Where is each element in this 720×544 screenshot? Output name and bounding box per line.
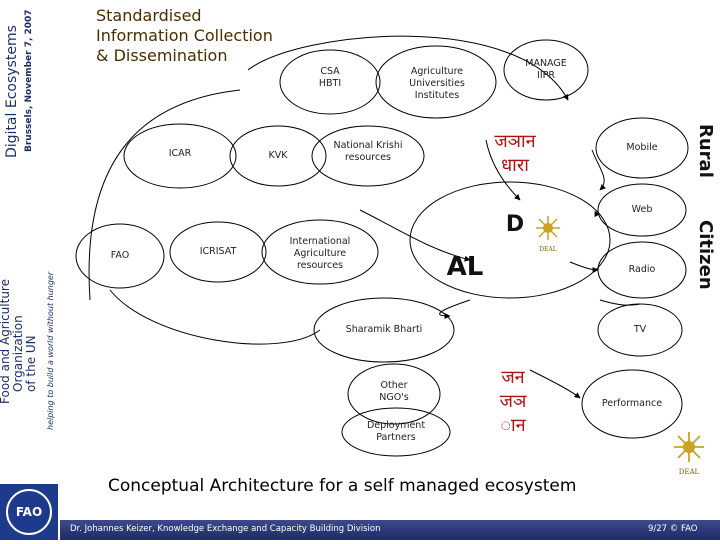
svg-text:FAO: FAO bbox=[16, 505, 42, 519]
diagram-title: Standardised Information Collection & Di… bbox=[96, 6, 296, 66]
d-letter: D bbox=[505, 212, 525, 237]
icar-node: ICAR bbox=[168, 148, 192, 159]
fao-emblem-icon: FAO bbox=[6, 489, 52, 535]
sunburst-icon bbox=[536, 216, 560, 240]
title-line3: & Dissemination bbox=[96, 46, 228, 65]
citizen-label: Citizen bbox=[695, 220, 716, 290]
icar-ellipse bbox=[123, 123, 237, 189]
fao-node: FAO bbox=[110, 250, 130, 261]
national-ellipse bbox=[311, 125, 425, 187]
other-ngo-ellipse bbox=[347, 363, 441, 425]
csa-ellipse bbox=[279, 49, 381, 115]
deployment-node: Deployment Partners bbox=[366, 420, 426, 443]
title-line1: Standardised bbox=[96, 6, 202, 25]
performance-node: Performance bbox=[601, 398, 663, 409]
other-ngo-node: Other NGO's bbox=[379, 380, 409, 403]
performance-ellipse bbox=[581, 369, 683, 439]
page-number: 9/27 © FAO bbox=[648, 524, 697, 534]
kvk-ellipse bbox=[229, 125, 327, 187]
mobile-ellipse bbox=[595, 117, 689, 179]
radio-node: Radio bbox=[628, 264, 656, 275]
gyan-dhara-node: जञान धारा bbox=[494, 131, 536, 176]
sharamik-node: Sharamik Bharti bbox=[345, 324, 423, 335]
deal-logo-large: DEAL bbox=[666, 430, 712, 476]
manage-node: MANAGE IIPR bbox=[525, 58, 567, 81]
copyright: © FAO bbox=[669, 524, 698, 534]
page-index: 9/27 bbox=[648, 524, 668, 534]
author-line: Dr. Johannes Keizer, Knowledge Exchange … bbox=[70, 524, 381, 534]
national-krishi-node: National Krishi resources bbox=[333, 140, 403, 163]
sunburst-icon bbox=[674, 432, 704, 462]
web-ellipse bbox=[597, 183, 687, 237]
diagram-caption: Conceptual Architecture for a self manag… bbox=[108, 476, 577, 496]
agri-univ-ellipse bbox=[375, 45, 497, 119]
tv-node: TV bbox=[633, 324, 647, 335]
deployment-ellipse bbox=[341, 407, 451, 457]
agri-univ-node: Agriculture Universities Institutes bbox=[409, 66, 465, 101]
csa-node: CSA HBTI bbox=[318, 66, 342, 89]
rural-label: Rural bbox=[695, 124, 716, 178]
manage-ellipse bbox=[503, 39, 589, 101]
footer-bar bbox=[60, 520, 720, 540]
dal-hub-ellipse bbox=[409, 181, 611, 299]
fao-ellipse bbox=[75, 223, 165, 289]
icrisat-node: ICRISAT bbox=[199, 246, 237, 257]
deal-large-label: DEAL bbox=[678, 468, 700, 476]
al-letters: AL bbox=[446, 252, 484, 282]
web-node: Web bbox=[631, 204, 653, 215]
mobile-node: Mobile bbox=[626, 142, 658, 153]
sharamik-ellipse bbox=[313, 297, 455, 363]
deal-logo-small: DEAL bbox=[528, 214, 568, 254]
icrisat-ellipse bbox=[169, 221, 267, 283]
international-ellipse bbox=[261, 219, 379, 285]
international-node: International Agriculture resources bbox=[289, 236, 351, 271]
deal-small-label: DEAL bbox=[539, 246, 557, 253]
fao-logo: FAO bbox=[0, 484, 58, 540]
jan-gyan-node: जन जञ ान bbox=[499, 367, 527, 436]
title-line2: Information Collection bbox=[96, 26, 273, 45]
kvk-node: KVK bbox=[268, 150, 288, 161]
